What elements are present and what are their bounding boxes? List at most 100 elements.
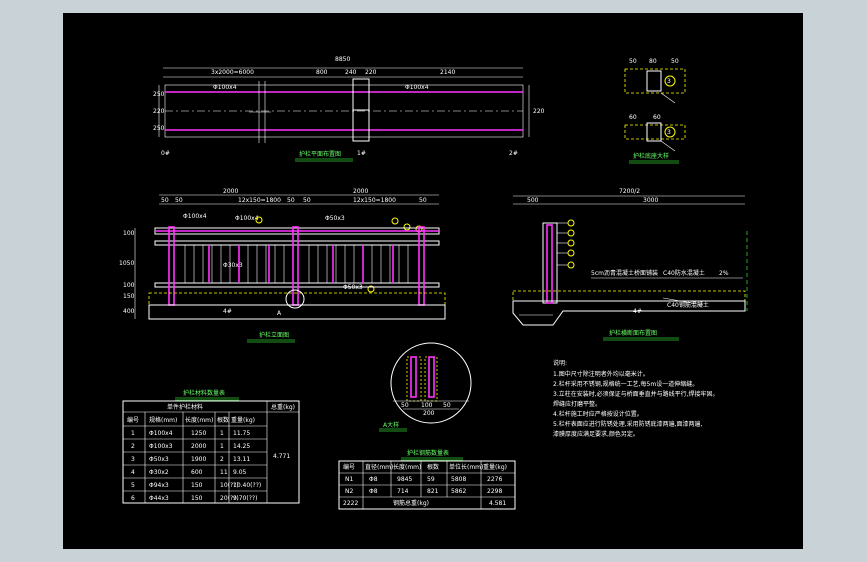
plan-pier-mid: 1# [357, 150, 366, 157]
node-detail-a: 50 100 50 200 A大样 [379, 342, 472, 432]
table1-cell: Φ100x4 [149, 430, 173, 437]
table1-col-2: 规格(mm) [149, 416, 177, 424]
table2-cell: 9845 [397, 476, 412, 483]
table1-cell: 2 [220, 456, 224, 463]
table1-cell: Φ100x3 [149, 443, 173, 450]
node-title: A大样 [383, 421, 399, 429]
cad-drawing-frame: 8850 3x2000=6000 800 240 220 2140 250 22… [63, 13, 803, 549]
table2-cell: Φ8 [369, 476, 378, 483]
elev-label-1: Φ100x4 [183, 213, 207, 220]
detail-dim-2: 80 [649, 58, 657, 65]
table1-col-3: 长度(mm) [185, 416, 213, 424]
detail-title: 护栏底座大样 [633, 152, 669, 160]
table1-cell: 1 [220, 443, 224, 450]
note-2: 2.栏杆采用不锈钢,规格统一工艺,每5m设一道伸缩缝。 [553, 380, 698, 388]
table2-footer-text: 钢筋总重(kg) [393, 499, 429, 507]
table2-cell: 5862 [451, 488, 466, 495]
table2-cell: 5808 [451, 476, 466, 483]
plan-rail-label-1: Φ100x4 [213, 84, 237, 91]
table2-cell: 714 [397, 488, 409, 495]
note-1: 1.图中尺寸除注明者外均以毫米计。 [553, 370, 649, 378]
table2-col-2: 直径(mm) [365, 463, 393, 471]
elev-top-dim-1: 2000 [223, 188, 238, 195]
table2-footer-total: 4.581 [489, 500, 506, 507]
section-label-2: C40防水混凝土 [663, 269, 705, 277]
elev-side-2: 1050 [119, 260, 134, 267]
material-table: 护栏材料数量表 单件护栏材料 总重(kg) 编号 规格(mm) 长度(mm) 根… [122, 389, 300, 504]
detail-dim-3: 50 [671, 58, 679, 65]
table1-cell: 10(??) [220, 482, 239, 489]
table1-cell: 13.11 [233, 456, 250, 463]
plan-dim-3: 240 [345, 69, 357, 76]
section-pier: 4# [633, 308, 642, 315]
detail-dim-5: 60 [653, 114, 661, 121]
note-6: 5.栏杆表面应进行防锈处理,采用防锈底漆两遍,面漆两遍, [553, 420, 703, 428]
table1-cell: Φ30x2 [149, 469, 169, 476]
table1-cell: Φ94x3 [149, 482, 169, 489]
notes-title: 说明: [553, 359, 567, 367]
table2-cell: Φ8 [369, 488, 378, 495]
plan-dim-1: 3x2000=6000 [211, 69, 254, 76]
table1-cell: 600 [191, 469, 203, 476]
table2-cell: 2276 [487, 476, 502, 483]
section-view: 7200/2 500 3000 5cm沥青混凝土桥面铺装 C40防水混凝土 2%… [512, 188, 748, 341]
elev-sub-dim-1: 50 [161, 197, 169, 204]
rebar-table: 护栏钢筋数量表 编号 直径(mm) 长度(mm) 根数 单位长(mm) 重量(k… [338, 449, 516, 510]
table2-col-6: 重量(kg) [483, 463, 507, 471]
table1-cell: Φ50x3 [149, 456, 169, 463]
elev-label-3: Φ50x3 [325, 215, 345, 222]
note-5: 4.栏杆施工时应严格按设计位置。 [553, 410, 643, 418]
table1-header-right: 总重(kg) [271, 403, 295, 411]
table2-col-1: 编号 [343, 463, 355, 471]
section-label-4: C40钢筋混凝土 [667, 301, 709, 309]
table1-cell: 11 [220, 469, 228, 476]
detail-dim-1: 50 [629, 58, 637, 65]
section-title: 护栏横断面布置图 [609, 329, 657, 337]
elev-side-3: 100 [123, 282, 135, 289]
elev-sub-dim-4: 50 [287, 197, 295, 204]
table1-cell: 1 [220, 430, 224, 437]
elev-side-1: 100 [123, 230, 135, 237]
table1-cell: 1 [131, 430, 135, 437]
elev-note-4: 4# [223, 308, 232, 315]
elev-side-5: 400 [123, 308, 135, 315]
table1-title: 护栏材料数量表 [183, 389, 225, 397]
plan-dim-5: 2140 [440, 69, 455, 76]
elev-sub-dim-3: 12x150=1800 [238, 197, 281, 204]
plan-right-dim: 220 [533, 108, 545, 115]
table1-col-4: 根数 [217, 416, 229, 424]
table1-cell: 4 [131, 469, 135, 476]
node-dim-4: 200 [423, 410, 435, 417]
detail-dim-4: 60 [629, 114, 637, 121]
plan-dim-total: 8850 [335, 56, 350, 63]
elev-sub-dim-5: 50 [303, 197, 311, 204]
table1-total: 4.771 [273, 453, 290, 460]
node-dim-1: 50 [401, 402, 409, 409]
elev-label-2: Φ100x4 [235, 215, 259, 222]
section-dim-1: 7200/2 [619, 188, 640, 195]
table1-cell: 20(??) [220, 495, 239, 502]
notes: 说明: 1.图中尺寸除注明者外均以毫米计。 2.栏杆采用不锈钢,规格统一工艺,每… [553, 359, 719, 438]
section-label-1: 5cm沥青混凝土桥面铺装 [591, 269, 658, 277]
elev-top-dim-2: 2000 [353, 188, 368, 195]
table1-cell: 1900 [191, 456, 206, 463]
section-dim-3: 3000 [643, 197, 658, 204]
elev-sub-dim-7: 50 [419, 197, 427, 204]
plan-title: 护栏平面布置图 [299, 150, 341, 158]
base-detail: 50 80 50 3 60 60 3 护栏底座大样 [624, 58, 686, 164]
table1-cell: 14.25 [233, 443, 250, 450]
note-3: 3.立柱在安装时,必须保证与桥面垂直并与路线平行,焊接牢固。 [553, 390, 719, 398]
elevation-title: 护栏立面图 [259, 331, 289, 339]
table1-cell: 2000 [191, 443, 206, 450]
elev-sub-dim-2: 50 [175, 197, 183, 204]
table1-cell: Φ44x3 [149, 495, 169, 502]
table2-title: 护栏钢筋数量表 [407, 449, 449, 457]
plan-dim-4: 220 [365, 69, 377, 76]
plan-rail-label-2: Φ100x4 [405, 84, 429, 91]
table2-col-5: 单位长(mm) [449, 463, 483, 471]
table1-cell: 150 [191, 495, 203, 502]
table2-cell: 2298 [487, 488, 502, 495]
section-dim-2: 500 [527, 197, 539, 204]
table1-cell: 10.40(??) [233, 482, 261, 489]
elev-label-4: Φ30x3 [223, 262, 243, 269]
